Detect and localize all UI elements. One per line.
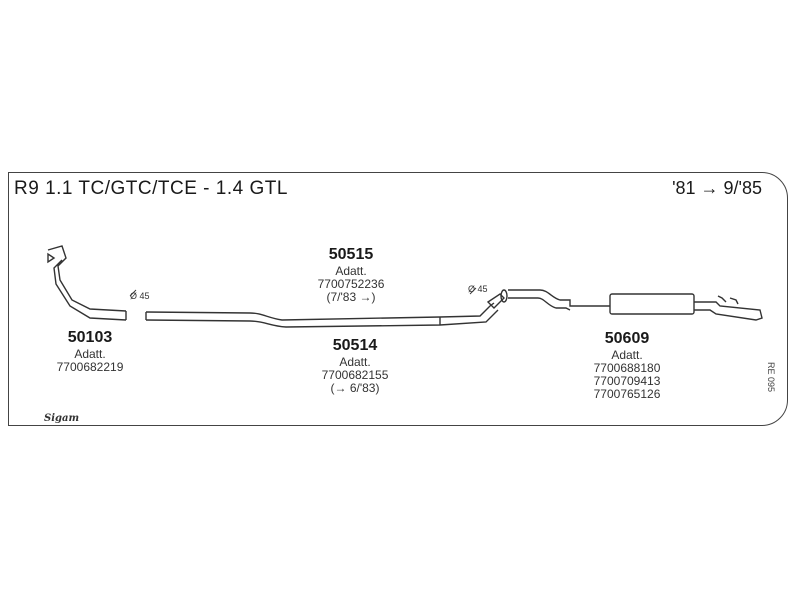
part-line: Adatt. xyxy=(339,355,371,369)
clamp-connector xyxy=(486,293,505,309)
part-label-50515: 50515 Adatt. 7700752236 (7/'83 →) xyxy=(296,245,406,304)
part-number: 50514 xyxy=(332,337,378,354)
part-line: 7700682219 xyxy=(56,360,124,374)
part-number: 50609 xyxy=(604,330,650,347)
diameter-label-right: Ø 45 xyxy=(468,284,488,294)
part-line: (→ 6/'83) xyxy=(330,381,380,395)
part-label-50514: 50514 Adatt. 7700682155 (→ 6/'83) xyxy=(300,336,410,395)
diagram-panel xyxy=(8,172,788,426)
middle-pipe-50514 xyxy=(145,302,499,328)
part-line: 7700752236 xyxy=(317,277,385,291)
part-label-50103: 50103 Adatt. 7700682219 xyxy=(40,328,140,374)
part-line: 7700765126 xyxy=(593,387,661,401)
part-number: 50515 xyxy=(328,246,374,263)
part-line: 7700709413 xyxy=(593,374,661,388)
part-label-50609: 50609 Adatt. 7700688180 7700709413 77007… xyxy=(572,329,682,401)
part-line: Adatt. xyxy=(335,264,367,278)
brand-logo: Sigam xyxy=(44,413,80,424)
front-pipe-50103 xyxy=(47,245,127,321)
part-number: 50103 xyxy=(67,329,113,346)
diameter-label-left: Ø 45 xyxy=(130,291,150,301)
part-line: (7/'83 →) xyxy=(326,290,376,304)
rear-silencer-50609 xyxy=(508,289,610,311)
vehicle-title: R9 1.1 TC/GTC/TCE - 1.4 GTL xyxy=(14,178,288,199)
catalog-code: RE 095 xyxy=(766,362,776,393)
part-line: Adatt. xyxy=(611,348,643,362)
part-line: 7700682155 xyxy=(321,368,389,382)
year-range: '81 → 9/'85 xyxy=(672,178,762,198)
part-line: Adatt. xyxy=(74,347,106,361)
part-line: 7700688180 xyxy=(593,361,661,375)
